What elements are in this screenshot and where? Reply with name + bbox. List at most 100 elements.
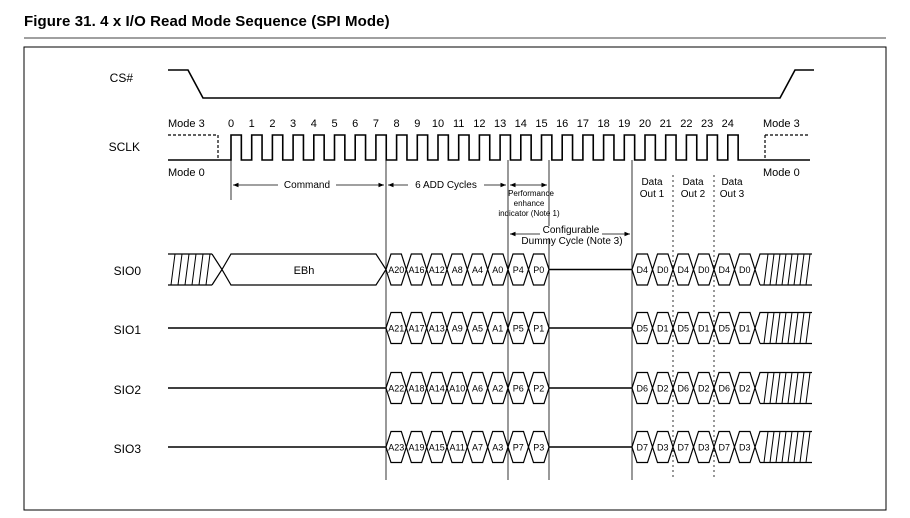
cs-waveform <box>168 69 814 99</box>
data-bit-label: D4 <box>678 265 690 275</box>
figure-frame <box>23 46 887 511</box>
data-bit-label: D6 <box>637 384 649 394</box>
data-bit-label: D7 <box>678 443 690 453</box>
perf-label-line3: indicator (Note 1) <box>498 209 560 218</box>
address-bit-label: A13 <box>429 324 445 334</box>
sio0-label: SIO0 <box>114 264 142 278</box>
clock-number: 5 <box>331 118 337 130</box>
data-bit-label: D3 <box>698 443 710 453</box>
perf-bit-label: P2 <box>533 384 544 394</box>
trailing-hatch <box>754 253 812 286</box>
data-bit-label: D3 <box>739 443 751 453</box>
data-bit-label: D7 <box>637 443 649 453</box>
mode0-right-label: Mode 0 <box>763 167 800 179</box>
clock-number: 23 <box>701 118 713 130</box>
clock-number: 3 <box>290 118 296 130</box>
command-label-bg <box>278 178 336 191</box>
data-out3-label-top: Data <box>721 177 743 188</box>
perf-bit-label: P1 <box>533 324 544 334</box>
address-bit-label: A4 <box>472 265 483 275</box>
clock-number: 21 <box>660 118 672 130</box>
address-bit-label: A8 <box>452 265 463 275</box>
cs-label: CS# <box>110 71 134 85</box>
address-bit-label: A10 <box>449 384 465 394</box>
perf-label-line1: Performance <box>508 189 554 198</box>
data-bit-label: D5 <box>719 324 731 334</box>
data-bit-label: D3 <box>657 443 669 453</box>
data-out2-label-top: Data <box>682 177 704 188</box>
data-out1-label-top: Data <box>641 177 663 188</box>
sio0-pre-command-hatch <box>168 253 212 286</box>
clock-number: 10 <box>432 118 444 130</box>
data-out2-label-bottom: Out 2 <box>681 189 706 200</box>
address-bit-label: A0 <box>492 265 503 275</box>
dummy-label-line1: Configurable <box>543 225 600 236</box>
sio3-label: SIO3 <box>114 442 142 456</box>
address-bit-label: A17 <box>408 324 424 334</box>
sio2-label: SIO2 <box>114 383 142 397</box>
data-bit-label: D1 <box>739 324 751 334</box>
trailing-hatch <box>754 311 812 345</box>
address-bit-label: A2 <box>492 384 503 394</box>
clock-number: 6 <box>352 118 358 130</box>
data-bit-label: D7 <box>719 443 731 453</box>
mode3-left-label: Mode 3 <box>168 118 205 130</box>
clock-number: 1 <box>249 118 255 130</box>
clock-number: 7 <box>373 118 379 130</box>
sclk-label: SCLK <box>109 140 140 154</box>
perf-bit-label: P3 <box>533 443 544 453</box>
address-bit-label: A6 <box>472 384 483 394</box>
address-bit-label: A21 <box>388 324 404 334</box>
data-bit-label: D2 <box>739 384 751 394</box>
clock-number: 4 <box>311 118 317 130</box>
mode3-right-label: Mode 3 <box>763 118 800 130</box>
data-bit-label: D0 <box>657 265 669 275</box>
data-bit-label: D5 <box>678 324 690 334</box>
clock-number: 0 <box>228 118 234 130</box>
data-bit-label: D0 <box>739 265 751 275</box>
address-bit-label: A11 <box>450 443 465 453</box>
phase-boundaries <box>230 160 633 480</box>
clock-number: 8 <box>394 118 400 130</box>
clock-number: 15 <box>535 118 547 130</box>
data-out3-label-bottom: Out 3 <box>720 189 745 200</box>
mode0-left-label: Mode 0 <box>168 167 205 179</box>
add-cycles-label: 6 ADD Cycles <box>415 180 477 191</box>
clock-number: 9 <box>414 118 420 130</box>
address-bit-label: A5 <box>472 324 483 334</box>
address-bit-label: A9 <box>452 324 463 334</box>
clock-number: 11 <box>453 118 464 130</box>
address-bit-label: A19 <box>408 443 424 453</box>
clock-number: 22 <box>680 118 692 130</box>
clock-number: 14 <box>515 118 527 130</box>
clock-number: 19 <box>618 118 630 130</box>
data-bit-label: D0 <box>698 265 710 275</box>
address-label-bg <box>408 178 484 191</box>
perf-bit-label: P7 <box>513 443 524 453</box>
address-bit-label: A18 <box>408 384 424 394</box>
address-bit-label: A15 <box>429 443 445 453</box>
clock-number: 20 <box>639 118 651 130</box>
data-bit-label: D1 <box>698 324 710 334</box>
perf-bit-label: P6 <box>513 384 524 394</box>
perf-bit-label: P0 <box>533 265 544 275</box>
clock-number: 24 <box>722 118 734 130</box>
address-bit-label: A22 <box>388 384 404 394</box>
clock-number: 18 <box>597 118 609 130</box>
dummy-label-line2: Dummy Cycle (Note 3) <box>521 236 622 247</box>
data-bit-label: D1 <box>657 324 669 334</box>
address-bit-label: A7 <box>472 443 483 453</box>
data-bit-label: D2 <box>698 384 710 394</box>
address-bit-label: A20 <box>388 265 404 275</box>
clock-number: 2 <box>269 118 275 130</box>
data-out-dividers <box>672 175 715 480</box>
data-bit-label: D5 <box>637 324 649 334</box>
command-value: EBh <box>294 265 315 277</box>
data-bit-label: D4 <box>719 265 731 275</box>
